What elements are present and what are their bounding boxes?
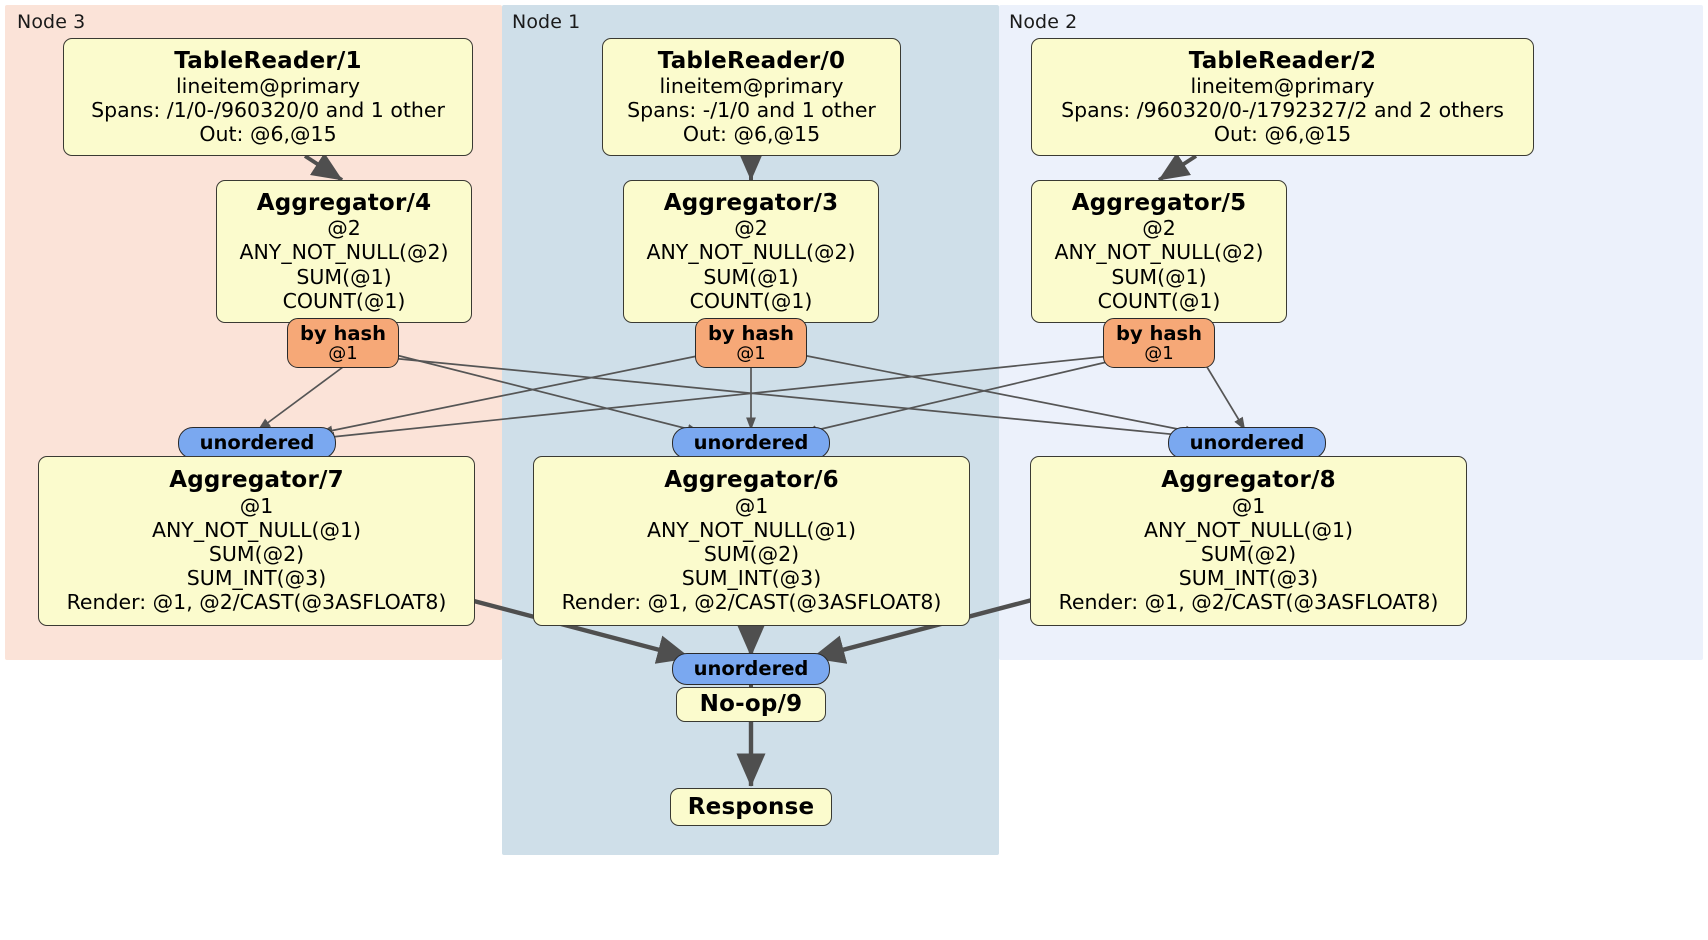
processor-detail-line: SUM(@1) xyxy=(703,264,799,289)
receiver-unordered-right[interactable]: unordered xyxy=(1168,427,1326,459)
processor-detail-line: SUM_INT(@3) xyxy=(186,566,327,591)
processor-detail-line: Spans: /1/0-/960320/0 and 1 other xyxy=(91,98,445,123)
processor-detail-line: Out: @6,@15 xyxy=(199,122,337,147)
processor-title: Aggregator/4 xyxy=(256,190,432,217)
processor-detail-line: SUM_INT(@3) xyxy=(1178,566,1319,591)
router-key: @1 xyxy=(1144,342,1174,364)
processor-aggregator-6[interactable]: Aggregator/6 @1 ANY_NOT_NULL(@1) SUM(@2)… xyxy=(533,456,970,626)
processor-aggregator-5[interactable]: Aggregator/5 @2 ANY_NOT_NULL(@2) SUM(@1)… xyxy=(1031,180,1287,323)
processor-detail-line: Out: @6,@15 xyxy=(682,122,821,147)
processor-detail-line: SUM_INT(@3) xyxy=(681,566,822,591)
processor-detail-line: lineitem@primary xyxy=(175,73,361,98)
processor-title: Aggregator/7 xyxy=(169,467,344,494)
processor-detail-line: Render: @1, @2/CAST(@3ASFLOAT8) xyxy=(66,590,447,615)
processor-detail-line: @1 xyxy=(239,493,274,518)
node-panel-label-node1: Node 1 xyxy=(512,11,581,33)
node-panel-label-node3: Node 3 xyxy=(17,11,86,33)
processor-detail-line: @2 xyxy=(734,216,768,241)
processor-detail-line: ANY_NOT_NULL(@2) xyxy=(646,240,856,265)
processor-title: Aggregator/3 xyxy=(663,190,839,217)
processor-tablereader-1[interactable]: TableReader/1 lineitem@primary Spans: /1… xyxy=(63,38,473,156)
router-key: @1 xyxy=(328,342,358,364)
processor-aggregator-7[interactable]: Aggregator/7 @1 ANY_NOT_NULL(@1) SUM(@2)… xyxy=(38,456,475,626)
processor-tablereader-2[interactable]: TableReader/2 lineitem@primary Spans: /9… xyxy=(1031,38,1534,156)
processor-detail-line: Spans: -/1/0 and 1 other xyxy=(627,98,876,123)
receiver-label: unordered xyxy=(1189,431,1305,455)
receiver-label: unordered xyxy=(693,431,809,455)
processor-detail-line: COUNT(@1) xyxy=(1097,288,1221,313)
receiver-unordered-left[interactable]: unordered xyxy=(178,427,336,459)
processor-title: TableReader/0 xyxy=(657,47,846,74)
receiver-label: unordered xyxy=(693,657,809,681)
processor-tablereader-0[interactable]: TableReader/0 lineitem@primary Spans: -/… xyxy=(602,38,901,156)
processor-detail-line: SUM(@2) xyxy=(208,542,305,567)
receiver-unordered-final[interactable]: unordered xyxy=(672,653,830,685)
processor-detail-line: SUM(@1) xyxy=(296,264,392,289)
processor-detail-line: Out: @6,@15 xyxy=(1213,122,1352,147)
processor-detail-line: SUM(@2) xyxy=(1200,542,1297,567)
receiver-label: unordered xyxy=(199,431,315,455)
processor-detail-line: ANY_NOT_NULL(@1) xyxy=(646,517,857,542)
processor-detail-line: ANY_NOT_NULL(@2) xyxy=(1054,240,1264,265)
processor-noop-9[interactable]: No-op/9 xyxy=(676,687,826,722)
router-label: by hash xyxy=(1116,321,1202,345)
processor-detail-line: SUM(@1) xyxy=(1111,264,1207,289)
router-label: by hash xyxy=(300,321,386,345)
processor-title: Response xyxy=(687,793,815,820)
router-by-hash-left[interactable]: by hash @1 xyxy=(287,318,399,368)
processor-detail-line: SUM(@2) xyxy=(703,542,800,567)
processor-detail-line: ANY_NOT_NULL(@2) xyxy=(239,240,449,265)
processor-title: No-op/9 xyxy=(699,691,803,718)
processor-detail-line: COUNT(@1) xyxy=(689,288,813,313)
processor-detail-line: lineitem@primary xyxy=(1190,73,1375,98)
node-panel-label-node2: Node 2 xyxy=(1009,11,1078,33)
router-key: @1 xyxy=(736,342,766,364)
processor-detail-line: Render: @1, @2/CAST(@3ASFLOAT8) xyxy=(1058,590,1439,615)
processor-detail-line: Render: @1, @2/CAST(@3ASFLOAT8) xyxy=(561,590,942,615)
processor-detail-line: ANY_NOT_NULL(@1) xyxy=(151,517,362,542)
router-by-hash-mid[interactable]: by hash @1 xyxy=(695,318,807,368)
processor-title: Aggregator/5 xyxy=(1071,190,1247,217)
processor-detail-line: Spans: /960320/0-/1792327/2 and 2 others xyxy=(1061,98,1504,123)
router-by-hash-right[interactable]: by hash @1 xyxy=(1103,318,1215,368)
processor-title: TableReader/2 xyxy=(1188,47,1377,74)
processor-detail-line: lineitem@primary xyxy=(659,73,844,98)
processor-detail-line: @2 xyxy=(1142,216,1176,241)
processor-aggregator-3[interactable]: Aggregator/3 @2 ANY_NOT_NULL(@2) SUM(@1)… xyxy=(623,180,879,323)
processor-title: Aggregator/8 xyxy=(1161,467,1336,494)
processor-aggregator-8[interactable]: Aggregator/8 @1 ANY_NOT_NULL(@1) SUM(@2)… xyxy=(1030,456,1467,626)
processor-title: TableReader/1 xyxy=(174,47,362,74)
processor-detail-line: @2 xyxy=(327,216,361,241)
processor-detail-line: ANY_NOT_NULL(@1) xyxy=(1143,517,1354,542)
processor-title: Aggregator/6 xyxy=(664,467,839,494)
processor-detail-line: @1 xyxy=(734,493,769,518)
processor-detail-line: @1 xyxy=(1231,493,1266,518)
processor-response[interactable]: Response xyxy=(670,788,832,826)
processor-aggregator-4[interactable]: Aggregator/4 @2 ANY_NOT_NULL(@2) SUM(@1)… xyxy=(216,180,472,323)
receiver-unordered-mid[interactable]: unordered xyxy=(672,427,830,459)
router-label: by hash xyxy=(708,321,794,345)
processor-detail-line: COUNT(@1) xyxy=(282,288,406,313)
